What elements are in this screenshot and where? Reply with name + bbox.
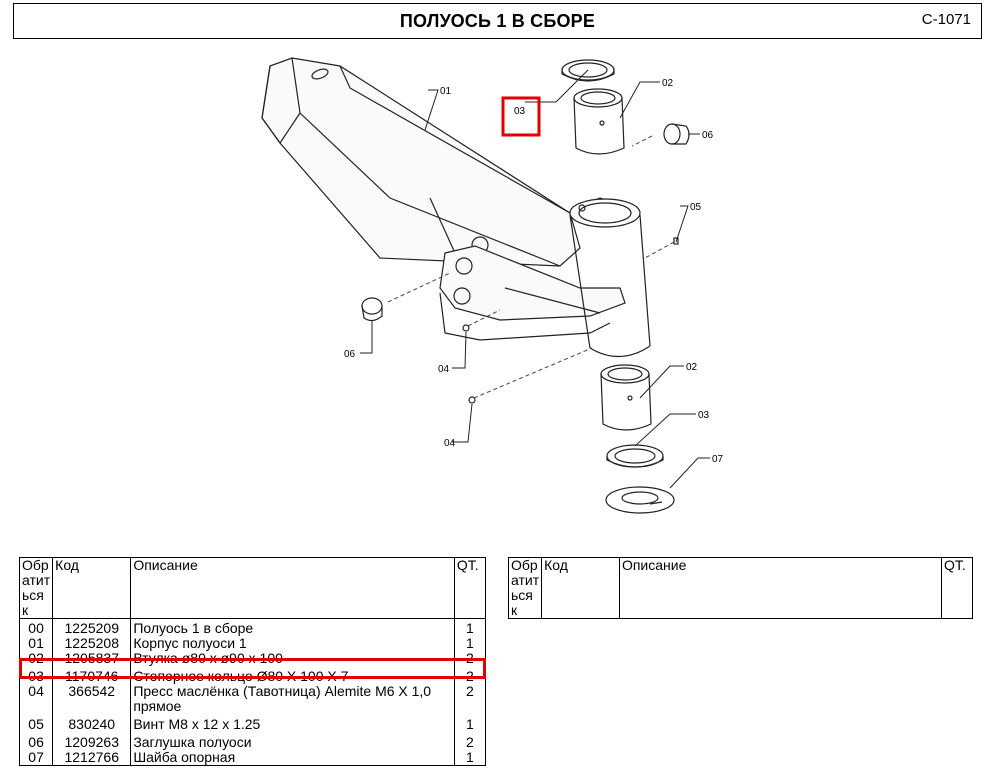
header-description: Описание: [130, 557, 455, 619]
header-ref: Обр атит ься к: [507, 557, 543, 619]
row-highlight-box: [19, 658, 486, 679]
callout-02-bottom: 02: [686, 362, 698, 373]
parts-table: Обр атит ься к Код Описание QT. 00 12252…: [18, 557, 487, 766]
part-bracket: [439, 245, 626, 341]
table-row: 04 366542 Пресс маслёнка (Тавотница) Ale…: [18, 684, 487, 714]
callout-06-right: 06: [702, 130, 714, 141]
parts-table-header: Обр атит ься к Код Описание QT.: [18, 557, 487, 619]
parts-table-secondary-header: Обр атит ься к Код Описание QT.: [507, 557, 973, 619]
table-row: 01 1225208 Корпус полуоси 1 1: [18, 636, 487, 651]
part-01-axle-housing: [261, 57, 581, 267]
callout-05: 05: [690, 202, 702, 213]
callout-03-bottom: 03: [698, 410, 710, 421]
part-07-washer: [605, 486, 675, 514]
header-code: Код: [52, 557, 132, 619]
part-02-top-bushing: [573, 88, 625, 155]
header-qty: QT.: [453, 557, 487, 619]
callout-01: 01: [440, 86, 452, 97]
part-05-screw: [673, 237, 679, 245]
table-row: 07 1212766 Шайба опорная 1: [18, 750, 487, 766]
page-header: ПОЛУОСЬ 1 В СБОРЕ C-1071: [13, 3, 982, 39]
exploded-diagram: 01 03 02 06 05 06 04 04 02 03 07: [240, 48, 760, 528]
header-code: Код: [541, 557, 620, 619]
callout-highlight-box: [501, 96, 541, 137]
part-06-plug-right: [663, 123, 690, 145]
header-ref: Обр атит ься к: [18, 557, 54, 619]
callout-06-left: 06: [344, 349, 356, 360]
table-row: 06 1209263 Заглушка полуоси 2: [18, 732, 487, 750]
callout-02-top: 02: [662, 78, 674, 89]
callout-04-a: 04: [438, 364, 450, 375]
table-row: 05 830240 Винт M8 x 12 x 1.25 1: [18, 714, 487, 732]
diagram-drawing: 01 03 02 06 05 06 04 04 02 03 07: [261, 57, 724, 514]
part-kingpin-tube: [569, 197, 651, 358]
document-code: C-1071: [921, 11, 971, 28]
part-03-bottom-ring: [606, 444, 664, 468]
part-06-plug-left: [361, 297, 383, 322]
table-row: 00 1225209 Полуось 1 в сборе 1: [18, 618, 487, 636]
part-04-grease-nipple-a: [462, 324, 470, 332]
page-title: ПОЛУОСЬ 1 В СБОРЕ: [399, 11, 596, 31]
part-04-grease-nipple-b: [468, 396, 476, 404]
callout-04-b: 04: [444, 438, 456, 449]
header-qty: QT.: [941, 557, 973, 619]
callout-03-top: 03: [514, 106, 526, 117]
header-description: Описание: [618, 557, 943, 619]
callout-07: 07: [712, 454, 724, 465]
parts-table-secondary: Обр атит ься к Код Описание QT.: [507, 557, 973, 619]
part-02-bottom-bushing: [600, 364, 652, 431]
